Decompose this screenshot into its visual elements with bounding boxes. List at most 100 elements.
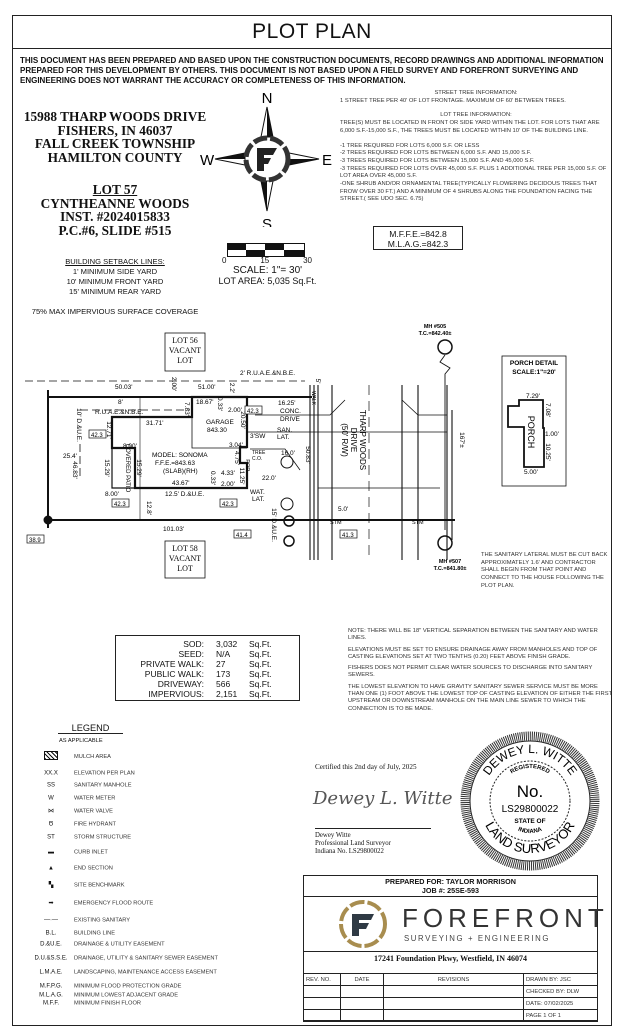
dimension: 10.25': [544, 443, 551, 461]
dimension: 0.33': [209, 471, 216, 485]
dimension: 2.00': [221, 481, 235, 488]
dimension: 2.00': [170, 377, 177, 391]
scale-bar: [227, 243, 305, 257]
spot-elevation: 42.3: [114, 502, 126, 508]
legend-label: MULCH AREA: [74, 753, 111, 760]
dimension: 18.67': [196, 399, 214, 406]
quantity-unit: Sq.Ft.: [249, 689, 272, 699]
quantity-unit: Sq.Ft.: [249, 679, 272, 689]
fire-hydrant-icon: Ծ: [48, 821, 54, 828]
tree-information: STREET TREE INFORMATION: 1 STREET TREE P…: [340, 90, 612, 204]
setback-heading: BUILDING SETBACK LINES:: [65, 257, 165, 266]
dimension: 5.0': [338, 506, 348, 513]
drawn-by: DRAWN BY: JSC: [523, 973, 598, 986]
quantity-unit: Sq.Ft.: [249, 649, 272, 659]
legend-item: ▲ END SECTION: [28, 866, 220, 873]
dimension: 11.25': [238, 467, 245, 484]
compass-east-label: E: [322, 152, 332, 169]
dimension: 0.33': [216, 397, 223, 411]
legend-label: ELEVATION PER PLAN: [74, 770, 135, 777]
dimension: 10' D.&U.E.: [75, 408, 82, 442]
lot-tree-text: TREE(S) MUST BE LOCATED IN FRONT OR SIDE…: [340, 120, 600, 134]
subdivision: CYNTHEANNE WOODS: [40, 195, 190, 211]
quantity-value: 2,151: [216, 689, 238, 699]
dimension: 12.71': [105, 421, 112, 439]
spot-elevations: 42.3 42.3 42.3 42.3 41.4 41.3 38.9: [26, 405, 358, 544]
seal-number: LS29800022: [502, 804, 559, 815]
legend-item: ▬CURB INLET: [28, 850, 220, 857]
table-row: PAGE 1 OF 1: [303, 1009, 598, 1022]
legend-item: —·—EXISTING SANITARY: [28, 918, 220, 925]
compass-west-label: W: [200, 152, 215, 169]
drawing-date: DATE: 07/02/2025: [523, 997, 598, 1010]
manhole-label: MH #507: [439, 559, 461, 565]
scale-tick: 30: [303, 256, 312, 265]
quantity-label: SOD:: [183, 639, 204, 649]
plat-slide: P.C.#6, SLIDE #515: [58, 223, 172, 239]
seal-registered: REGISTERED: [510, 764, 552, 776]
quantity-label: PUBLIC WALK:: [144, 669, 204, 679]
scale-label: SCALE: 1"= 30': [232, 265, 303, 276]
lot-58-label: LOT: [177, 564, 193, 573]
dimension: 50.83': [304, 446, 311, 464]
garage-label: GARAGE: [206, 419, 234, 426]
legend-label: END SECTION: [74, 865, 113, 872]
street-tree-text: 1 STREET TREE PER 40' OF LOT FRONTAGE. M…: [340, 97, 566, 104]
elevation-box: M.F.F.E.=842.8 M.L.A.G.=842.3: [373, 226, 463, 250]
legend-item: M.L.A.G.MINIMUM LOWEST ADJACENT GRADE: [28, 993, 220, 1000]
checked-by: CHECKED BY: DLW: [523, 985, 598, 998]
legend-item: D.&U.E.DRAINAGE & UTILITY EASEMENT: [28, 942, 220, 949]
certification-text: Certified this 2nd day of July, 2025: [315, 763, 417, 771]
manhole-elevation: T.C.=842.40±: [419, 331, 452, 337]
dimension: R.U.A.E.&N.B.E.: [95, 409, 144, 416]
page-number: PAGE 1 OF 1: [523, 1009, 598, 1022]
dimension: 43.67': [172, 480, 190, 487]
dimension: 7.29': [526, 393, 540, 400]
legend-label: DRAINAGE, UTILITY & SANITARY SEWER EASEM…: [74, 955, 219, 962]
signature-line: [315, 828, 431, 829]
dimension: 3.04': [229, 442, 243, 449]
spot-elevation: 41.4: [236, 533, 248, 539]
site-benchmark-icon: ▚: [48, 882, 54, 889]
dimension: 20.50': [239, 411, 246, 429]
legend-item: ➡EMERGENCY FLOOD ROUTE: [28, 901, 220, 908]
seal-no: No.: [517, 782, 543, 801]
dimension: 101.03': [163, 526, 184, 533]
note: ELEVATIONS MUST BE SET TO ENSURE DRAINAG…: [348, 646, 598, 660]
mffe-value: M.F.F.E.=842.8: [389, 229, 447, 239]
tree-icon: [280, 455, 294, 469]
dimension-labels: 50.03' 51.00' 2' R.U.A.E.&N.B.E. 8' R.U.…: [63, 370, 465, 542]
model-label: MODEL: SONOMA: [152, 452, 208, 459]
lot-area: LOT AREA: 5,035 Sq.Ft.: [218, 276, 317, 286]
legend-item: D.U.&S.S.E.DRAINAGE, UTILITY & SANITARY …: [28, 956, 220, 963]
forefront-logo-icon: [339, 900, 387, 948]
note: FISHERS DOES NOT PERMIT CLEAR WATER SOUR…: [348, 665, 593, 679]
porch-outline: [507, 399, 545, 468]
dimension: 12.5' D.&U.E.: [165, 491, 204, 498]
quantity-value: 566: [216, 679, 231, 689]
legend-abbreviation: M.F.F.: [43, 1000, 59, 1007]
porch-label: PORCH: [526, 416, 536, 449]
note: NOTE: THERE WILL BE 18" VERTICAL SEPARAT…: [348, 628, 598, 642]
garage-outline: [191, 397, 247, 449]
lot-56-label: VACANT: [169, 346, 201, 355]
compass-north-label: N: [262, 92, 273, 107]
end-section-icon: ▲: [48, 865, 54, 872]
sanitary-line: [439, 354, 451, 530]
legend-label: SANITARY MANHOLE: [74, 782, 132, 789]
quantity-label: PRIVATE WALK:: [140, 659, 204, 669]
brand-subtitle: SURVEYING + ENGINEERING: [404, 934, 551, 943]
surveyor-info: Dewey Witte Professional Land Surveyor I…: [315, 832, 391, 856]
quantity-value: N/A: [216, 649, 231, 659]
lot-info: LOT 57 CYNTHEANNE WOODS INST. #202401583…: [20, 183, 210, 238]
legend-abbreviation: L.M.A.E.: [39, 969, 63, 976]
legend-label: MINIMUM LOWEST ADJACENT GRADE: [74, 992, 179, 999]
tree-rule: -2 TREES REQUIRED FOR LOTS BETWEEN 6,000…: [340, 150, 532, 157]
legend-abbreviation: M.F.P.G.: [39, 983, 63, 990]
lot-58-box: [164, 540, 206, 579]
